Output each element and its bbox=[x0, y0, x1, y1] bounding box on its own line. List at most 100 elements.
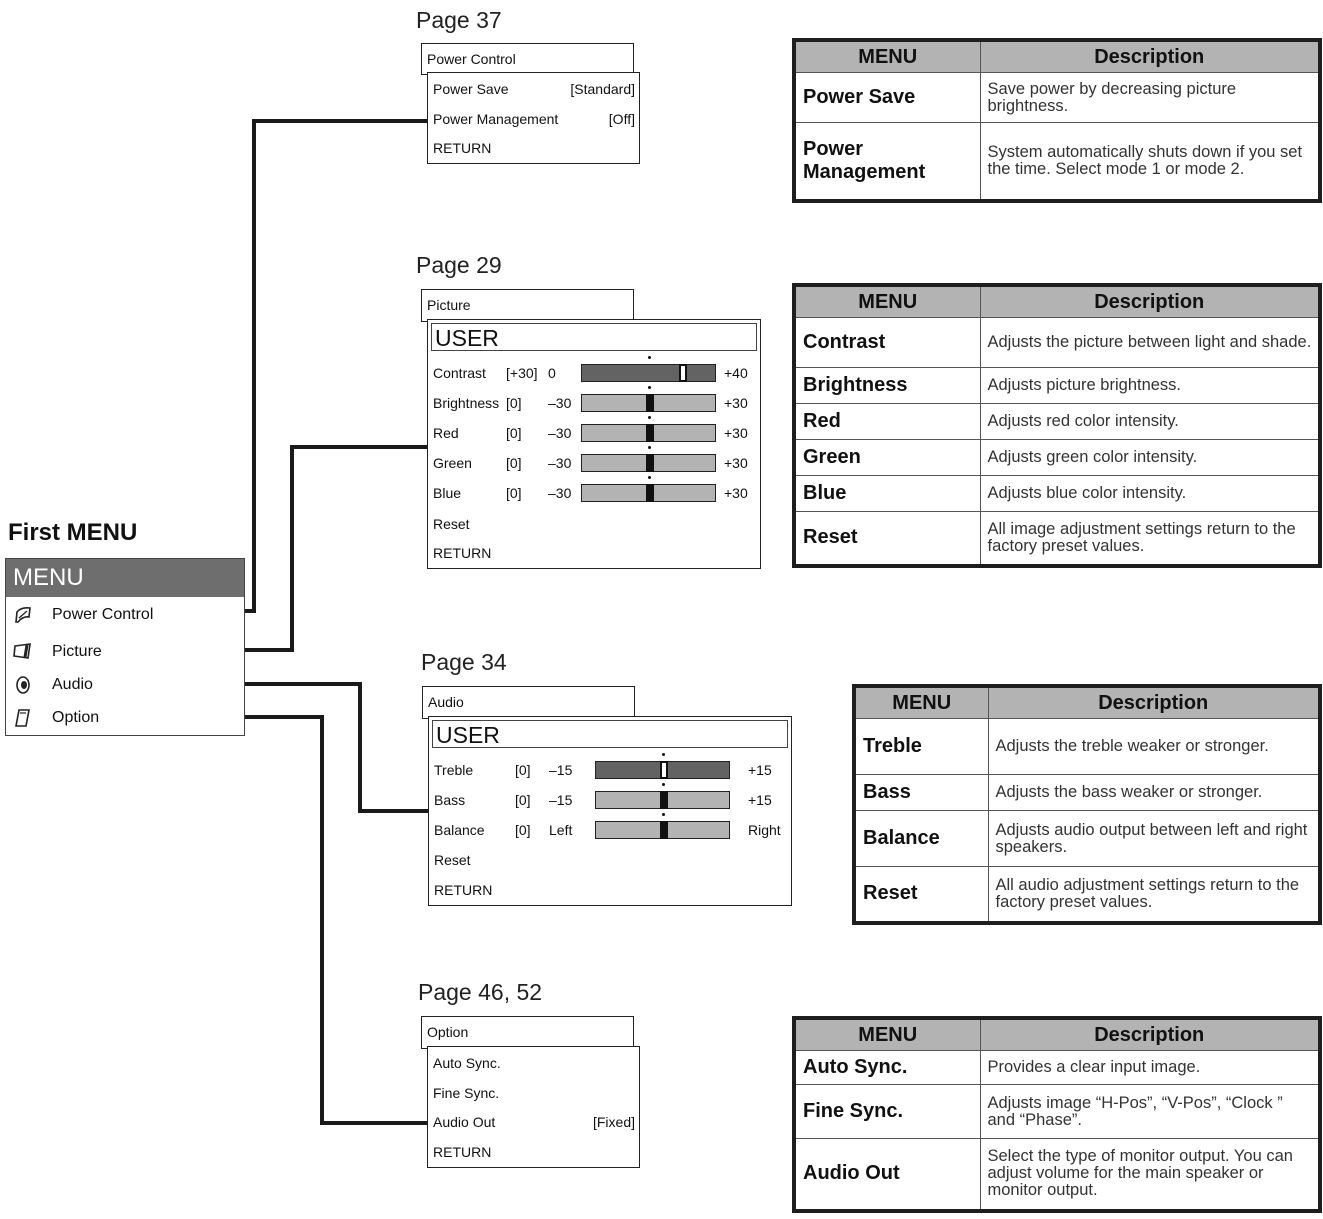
description-cell: Adjusts the bass weaker or stronger. bbox=[987, 774, 1321, 811]
picture-icon bbox=[12, 642, 34, 662]
col-header-menu: MENU bbox=[793, 1017, 981, 1051]
row-label: Auto Sync. bbox=[433, 1055, 501, 1071]
slider-track[interactable] bbox=[595, 753, 730, 779]
slider-label: Blue bbox=[433, 485, 462, 501]
menu-row-return[interactable]: RETURN bbox=[433, 542, 756, 564]
power-description-table: MENU Description Power Save Save power b… bbox=[792, 38, 1322, 203]
slider-value: [0] bbox=[506, 485, 522, 501]
page-ref-option: Page 46, 52 bbox=[418, 979, 543, 1005]
menu-cell: Audio Out bbox=[793, 1138, 981, 1211]
slider-min-label: –15 bbox=[549, 792, 573, 808]
option-panel: Auto Sync. Fine Sync. Audio Out [Fixed] … bbox=[427, 1046, 640, 1168]
row-label: RETURN bbox=[433, 545, 492, 561]
slider-track[interactable] bbox=[581, 386, 716, 412]
row-label: Power Management bbox=[433, 111, 559, 127]
menu-row-fine-sync[interactable]: Fine Sync. bbox=[433, 1082, 635, 1104]
slider-row-contrast[interactable]: Contrast[+30]0+40 bbox=[433, 356, 760, 384]
audio-icon bbox=[12, 675, 34, 695]
slider-row-brightness[interactable]: Brightness [0] –30 +30 bbox=[433, 386, 760, 414]
slider-row-blue[interactable]: Blue[0]–30+30 bbox=[433, 476, 760, 504]
description-cell: Adjusts audio output between left and ri… bbox=[987, 810, 1321, 867]
description-cell: All image adjustment settings return to … bbox=[979, 511, 1321, 566]
tab-picture: Picture bbox=[421, 289, 634, 322]
picture-mode: USER bbox=[431, 323, 757, 351]
description-cell: Select the type of monitor output. You c… bbox=[979, 1138, 1321, 1211]
slider-track[interactable] bbox=[595, 813, 730, 839]
slider-center-marker bbox=[647, 416, 651, 419]
menu-cell: Power Management bbox=[793, 122, 981, 201]
col-header-description: Description bbox=[979, 39, 1321, 73]
slider-track[interactable] bbox=[581, 446, 716, 472]
slider-label: Green bbox=[433, 455, 472, 471]
slider-min-label: –15 bbox=[549, 762, 573, 778]
slider-row-red[interactable]: Red[0]–30+30 bbox=[433, 416, 760, 444]
col-header-menu: MENU bbox=[793, 284, 981, 318]
slider-center-marker bbox=[647, 446, 651, 449]
first-menu-item-option[interactable]: Option bbox=[6, 706, 99, 730]
description-cell: Adjusts blue color intensity. bbox=[979, 475, 1321, 512]
menu-cell: Balance bbox=[853, 810, 989, 867]
slider-track[interactable] bbox=[581, 356, 716, 382]
slider-thumb[interactable] bbox=[659, 821, 668, 839]
first-menu-item-power-control[interactable]: Power Control bbox=[6, 603, 153, 627]
menu-row-power-save[interactable]: Power Save [Standard] bbox=[433, 78, 635, 100]
row-value: [Off] bbox=[608, 111, 635, 127]
first-menu-item-label: Audio bbox=[52, 676, 93, 693]
menu-row-reset[interactable]: Reset bbox=[434, 849, 787, 871]
slider-label: Bass bbox=[434, 792, 466, 808]
first-menu-title: First MENU bbox=[8, 519, 138, 546]
slider-track[interactable] bbox=[581, 416, 716, 442]
slider-center-marker bbox=[661, 783, 665, 786]
slider-label: Brightness bbox=[433, 395, 500, 411]
first-menu-header: MENU bbox=[6, 559, 244, 597]
menu-row-auto-sync[interactable]: Auto Sync. bbox=[433, 1052, 635, 1074]
slider-thumb[interactable] bbox=[659, 761, 668, 779]
slider-value: [0] bbox=[515, 762, 531, 778]
slider-row-treble[interactable]: Treble[0]–15+15 bbox=[434, 753, 791, 781]
menu-row-audio-out[interactable]: Audio Out [Fixed] bbox=[433, 1111, 635, 1133]
description-cell: Save power by decreasing picture brightn… bbox=[979, 72, 1321, 123]
slider-value: [0] bbox=[506, 395, 522, 411]
slider-thumb[interactable] bbox=[645, 484, 654, 502]
slider-max-label: Right bbox=[748, 822, 781, 838]
menu-cell: Green bbox=[793, 439, 981, 476]
slider-value: [0] bbox=[515, 792, 531, 808]
slider-min-label: –30 bbox=[548, 395, 572, 411]
row-value: [Fixed] bbox=[592, 1114, 635, 1130]
slider-thumb[interactable] bbox=[645, 394, 654, 412]
menu-row-power-management[interactable]: Power Management [Off] bbox=[433, 108, 635, 130]
page-ref-power: Page 37 bbox=[416, 7, 502, 33]
slider-row-green[interactable]: Green[0]–30+30 bbox=[433, 446, 760, 474]
description-cell: Adjusts green color intensity. bbox=[979, 439, 1321, 476]
col-header-description: Description bbox=[987, 685, 1321, 719]
slider-label: Treble bbox=[434, 762, 474, 778]
slider-thumb[interactable] bbox=[645, 454, 654, 472]
slider-track[interactable] bbox=[581, 476, 716, 502]
slider-thumb[interactable] bbox=[645, 424, 654, 442]
description-cell: All audio adjustment settings return to … bbox=[987, 866, 1321, 923]
slider-max-label: +30 bbox=[724, 455, 748, 471]
slider-thumb[interactable] bbox=[679, 364, 688, 382]
row-label: Reset bbox=[433, 516, 470, 532]
slider-thumb[interactable] bbox=[659, 791, 668, 809]
menu-cell: Reset bbox=[793, 511, 981, 566]
menu-row-return[interactable]: RETURN bbox=[433, 1141, 635, 1163]
slider-max-label: +30 bbox=[724, 395, 748, 411]
slider-row-bass[interactable]: Bass[0]–15+15 bbox=[434, 783, 791, 811]
first-menu-item-audio[interactable]: Audio bbox=[6, 673, 93, 697]
slider-center-marker bbox=[647, 386, 651, 389]
col-header-description: Description bbox=[979, 1017, 1321, 1051]
slider-track[interactable] bbox=[595, 783, 730, 809]
slider-min-label: –30 bbox=[548, 485, 572, 501]
menu-row-return[interactable]: RETURN bbox=[433, 137, 635, 159]
power-control-panel: Power Save [Standard] Power Management [… bbox=[427, 72, 640, 164]
menu-row-reset[interactable]: Reset bbox=[433, 513, 756, 535]
menu-cell: Bass bbox=[853, 774, 989, 811]
tab-power-control: Power Control bbox=[421, 43, 634, 75]
menu-row-return[interactable]: RETURN bbox=[434, 879, 787, 901]
menu-cell: Treble bbox=[853, 718, 989, 775]
first-menu-item-label: Option bbox=[52, 709, 100, 726]
first-menu-item-picture[interactable]: Picture bbox=[6, 640, 102, 664]
picture-description-table: MENU Description Contrast Adjusts the pi… bbox=[792, 283, 1322, 568]
